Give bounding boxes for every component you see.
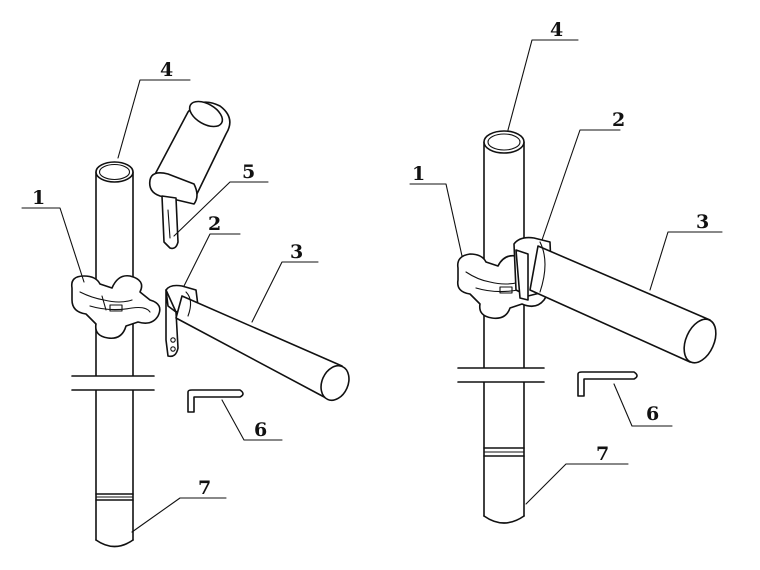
left-l-pin [187,389,244,413]
right-bottom-sleeve [483,447,525,457]
right-label-6: 6 [646,403,659,425]
left-label-1: 1 [32,187,45,209]
left-break-mark [70,375,156,391]
left-label-4: 4 [160,59,173,81]
left-label-6: 6 [254,419,267,441]
left-label-2: 2 [208,213,221,235]
left-label-7: 7 [198,477,211,499]
right-label-1: 1 [412,163,425,185]
left-ledger-tube [175,291,350,402]
right-label-3: 3 [696,211,709,233]
right-break-mark [456,367,546,383]
right-vertical-tube [483,130,525,524]
left-view-exploded: 1 2 3 4 5 6 7 [21,59,350,548]
left-label-3: 3 [290,241,303,263]
left-rosette-plate [70,274,161,340]
right-ledger-tube [529,241,717,364]
right-view-assembled: 1 2 3 4 6 7 [409,19,723,524]
left-bottom-sleeve [95,493,134,501]
right-label-2: 2 [612,109,625,131]
right-l-pin [577,371,638,397]
right-leader-lines [409,39,723,505]
left-vertical-tube [95,161,134,548]
left-leader-lines [21,79,319,533]
left-label-5: 5 [242,161,255,183]
right-label-4: 4 [550,19,563,41]
right-label-7: 7 [596,443,609,465]
